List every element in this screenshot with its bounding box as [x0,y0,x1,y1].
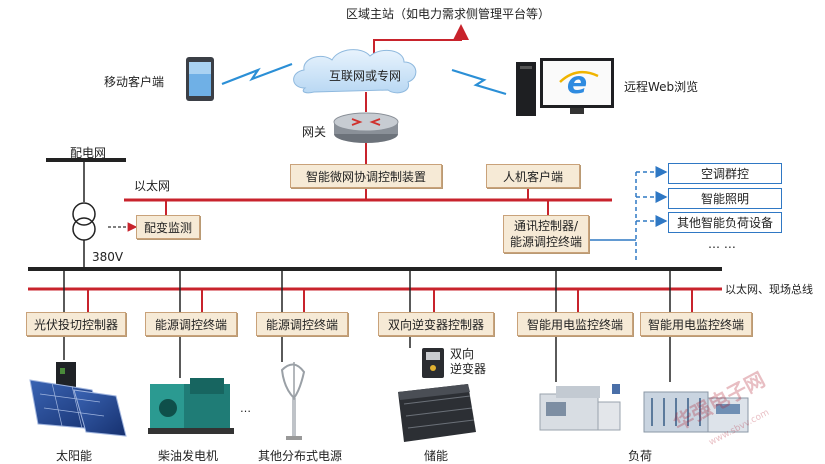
solar-panel-icon [29,362,127,437]
load-label: 负荷 [628,449,653,463]
smart-power-monitor-box-2: 智能用电监控终端 [640,312,752,336]
tablet-icon [186,57,214,101]
computer-icon: e [516,58,614,116]
wireless-link-mobile [221,62,293,86]
transformer-icon [72,202,96,241]
distribution-grid-label: 配电网 [70,146,107,160]
ethernet-label: 以太网 [134,179,171,193]
solar-label: 太阳能 [56,449,93,463]
transformer-monitor-box: 配变监测 [136,215,200,239]
mobile-client-label: 移动客户端 [104,75,165,89]
inverter-label-line1: 双向 [450,347,475,361]
bidirectional-inverter-controller-box: 双向逆变器控制器 [378,312,494,336]
cloud-label: 互联网或专网 [329,69,402,83]
gateway-label: 网关 [302,125,327,139]
equipment-drops [63,334,671,382]
storage-label: 储能 [424,449,449,463]
hmi-client-box: 人机客户端 [486,164,580,188]
battery-storage-icon [398,384,476,442]
pv-switch-controller-box: 光伏投切控制器 [26,312,126,336]
load-equipment-icon [539,384,749,433]
voltage-label: 380V [92,250,124,264]
load-control-links [588,166,668,260]
region-station-label: 区域主站（如电力需求侧管理平台等） [346,7,551,21]
wireless-link-web [451,68,507,96]
wind-turbine-icon [280,362,306,440]
diesel-generator-icon [148,378,234,434]
uplink-arrow [373,24,469,60]
fieldbus-label: 以太网、现场总线 [725,283,813,296]
energy-terminal-box-2: 能源调控终端 [256,312,348,336]
remote-web-label: 远程Web浏览 [624,80,699,94]
other-loads-box: 其他智能负荷设备 [668,212,782,233]
energy-terminal-box-1: 能源调控终端 [145,312,237,336]
microgrid-controller-box: 智能微网协调控制装置 [290,164,442,188]
smart-lighting-box: 智能照明 [668,188,782,209]
inverter-icon [422,348,444,378]
comm-controller-box: 通讯控制器/ 能源调控终端 [503,215,589,253]
ellipsis-label: … … [708,237,736,251]
diesel-label: 柴油发电机 [158,449,219,463]
inverter-label-line2: 逆变器 [450,362,487,376]
controller-drops [63,269,693,312]
comm-controller-line1: 通讯控制器/ [513,219,579,233]
smart-power-monitor-box-1: 智能用电监控终端 [517,312,633,336]
cloud-icon [293,49,417,94]
watermark: 华强电子网 www.sbvv.com [669,367,771,448]
diesel-ellipsis: … [240,402,251,415]
router-icon [333,112,399,143]
distributed-label: 其他分布式电源 [258,449,343,463]
ac-group-box: 空调群控 [668,163,782,184]
comm-controller-line2: 能源调控终端 [509,235,582,249]
